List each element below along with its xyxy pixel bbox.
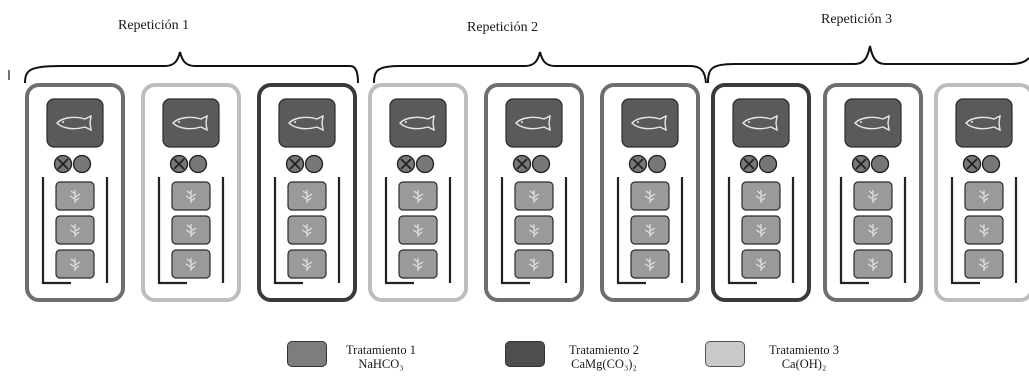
pipe-left xyxy=(500,177,530,285)
close-x-icon xyxy=(966,158,978,170)
biofilter-circle xyxy=(758,154,778,174)
biofilter-circle xyxy=(188,154,208,174)
fish-tank xyxy=(389,98,447,148)
fish-tank xyxy=(732,98,790,148)
close-x-icon xyxy=(173,158,185,170)
bracket-repeticion-1 xyxy=(24,51,359,84)
tank-unit-8 xyxy=(823,83,923,302)
legend-label-tratamiento-3: Tratamiento 3 Ca(OH)₂ xyxy=(749,343,859,371)
pipe-left xyxy=(384,177,414,285)
legend-swatch-tratamiento-2 xyxy=(505,341,545,367)
tank-unit-7 xyxy=(711,83,811,302)
legend-compound-tratamiento-2: CaMg(CO₃)₂ xyxy=(571,357,637,371)
tank-unit-2 xyxy=(141,83,241,302)
legend-label-tratamiento-1: Tratamiento 1 NaHCO₃ xyxy=(331,343,431,371)
fish-tank xyxy=(955,98,1013,148)
repeticion-2-label: Repetición 2 xyxy=(467,20,539,35)
repeticion-1-label: Repetición 1 xyxy=(118,18,190,33)
fish-tank xyxy=(46,98,104,148)
pipe-left xyxy=(41,177,71,285)
close-x-icon xyxy=(855,158,867,170)
legend-label-tratamiento-2: Tratamiento 2 CaMg(CO₃)₂ xyxy=(549,343,659,371)
tank-unit-6 xyxy=(600,83,700,302)
tank-unit-5 xyxy=(484,83,584,302)
fish-tank xyxy=(621,98,679,148)
legend-name-tratamiento-3: Tratamiento 3 xyxy=(768,343,840,357)
pipe-left xyxy=(273,177,303,285)
repeticion-3-label: Repetición 3 xyxy=(821,12,893,27)
fish-tank xyxy=(844,98,902,148)
legend-swatch-tratamiento-3 xyxy=(705,341,745,367)
biofilter-circle xyxy=(72,154,92,174)
pipe-left xyxy=(950,177,980,285)
pipe-left xyxy=(727,177,757,285)
biofilter-circle xyxy=(870,154,890,174)
close-x-icon xyxy=(57,158,69,170)
fish-tank xyxy=(505,98,563,148)
legend-name-tratamiento-1: Tratamiento 1 xyxy=(345,343,417,357)
legend-name-tratamiento-2: Tratamiento 2 xyxy=(568,343,640,357)
biofilter-circle xyxy=(981,154,1001,174)
bracket-repeticion-2 xyxy=(373,51,707,84)
tank-unit-9 xyxy=(934,83,1029,302)
close-x-icon xyxy=(743,158,755,170)
tank-unit-4 xyxy=(368,83,468,302)
legend-swatch-tratamiento-1 xyxy=(287,341,327,367)
close-x-icon xyxy=(289,158,301,170)
pipe-left xyxy=(839,177,869,285)
pipe-left xyxy=(616,177,646,285)
biofilter-circle xyxy=(647,154,667,174)
fish-tank xyxy=(162,98,220,148)
legend-compound-tratamiento-3: Ca(OH)₂ xyxy=(781,357,827,371)
biofilter-circle xyxy=(415,154,435,174)
tank-units xyxy=(25,83,1029,302)
biofilter-circle xyxy=(304,154,324,174)
close-x-icon xyxy=(516,158,528,170)
close-x-icon xyxy=(632,158,644,170)
tank-unit-3 xyxy=(257,83,357,302)
bracket-repeticion-3 xyxy=(707,45,1029,84)
tank-unit-1 xyxy=(25,83,125,302)
legend-compound-tratamiento-1: NaHCO₃ xyxy=(358,357,404,371)
fish-tank xyxy=(278,98,336,148)
close-x-icon xyxy=(400,158,412,170)
biofilter-circle xyxy=(531,154,551,174)
pipe-left xyxy=(157,177,187,285)
